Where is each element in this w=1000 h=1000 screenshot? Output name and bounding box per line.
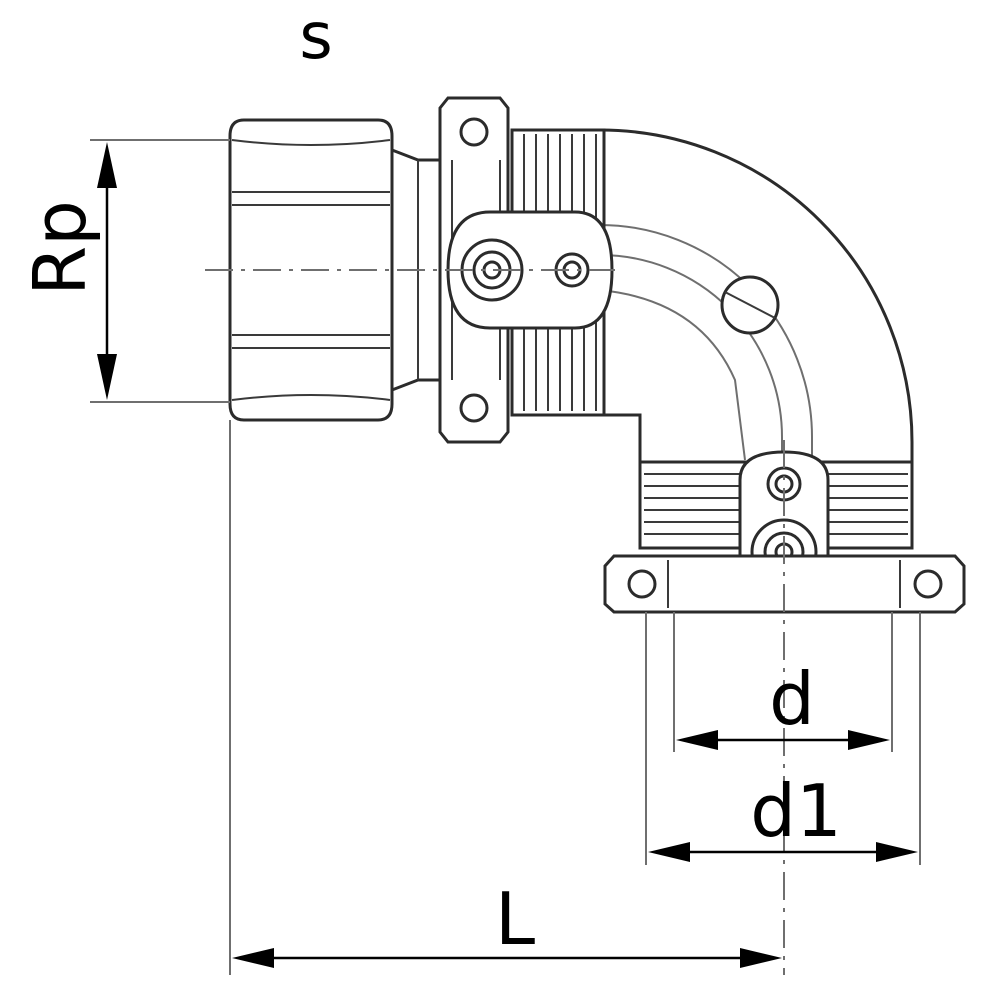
mounting-hole-lower [459, 393, 489, 423]
label-d: d [769, 657, 815, 741]
dimension-rp [90, 139, 230, 403]
dimension-d1 [645, 612, 921, 865]
label-d1: d1 [750, 769, 842, 853]
mounting-hole-upper [459, 117, 489, 147]
dimension-l [229, 420, 782, 975]
inspection-window [720, 275, 780, 335]
label-s: s [299, 0, 332, 74]
mounting-hole-right [913, 569, 943, 599]
dimension-d [673, 612, 893, 752]
mounting-hole-left [627, 569, 657, 599]
label-l: L [495, 877, 535, 961]
clamp-screw-upper [460, 238, 524, 302]
label-rp: Rp [18, 200, 102, 296]
